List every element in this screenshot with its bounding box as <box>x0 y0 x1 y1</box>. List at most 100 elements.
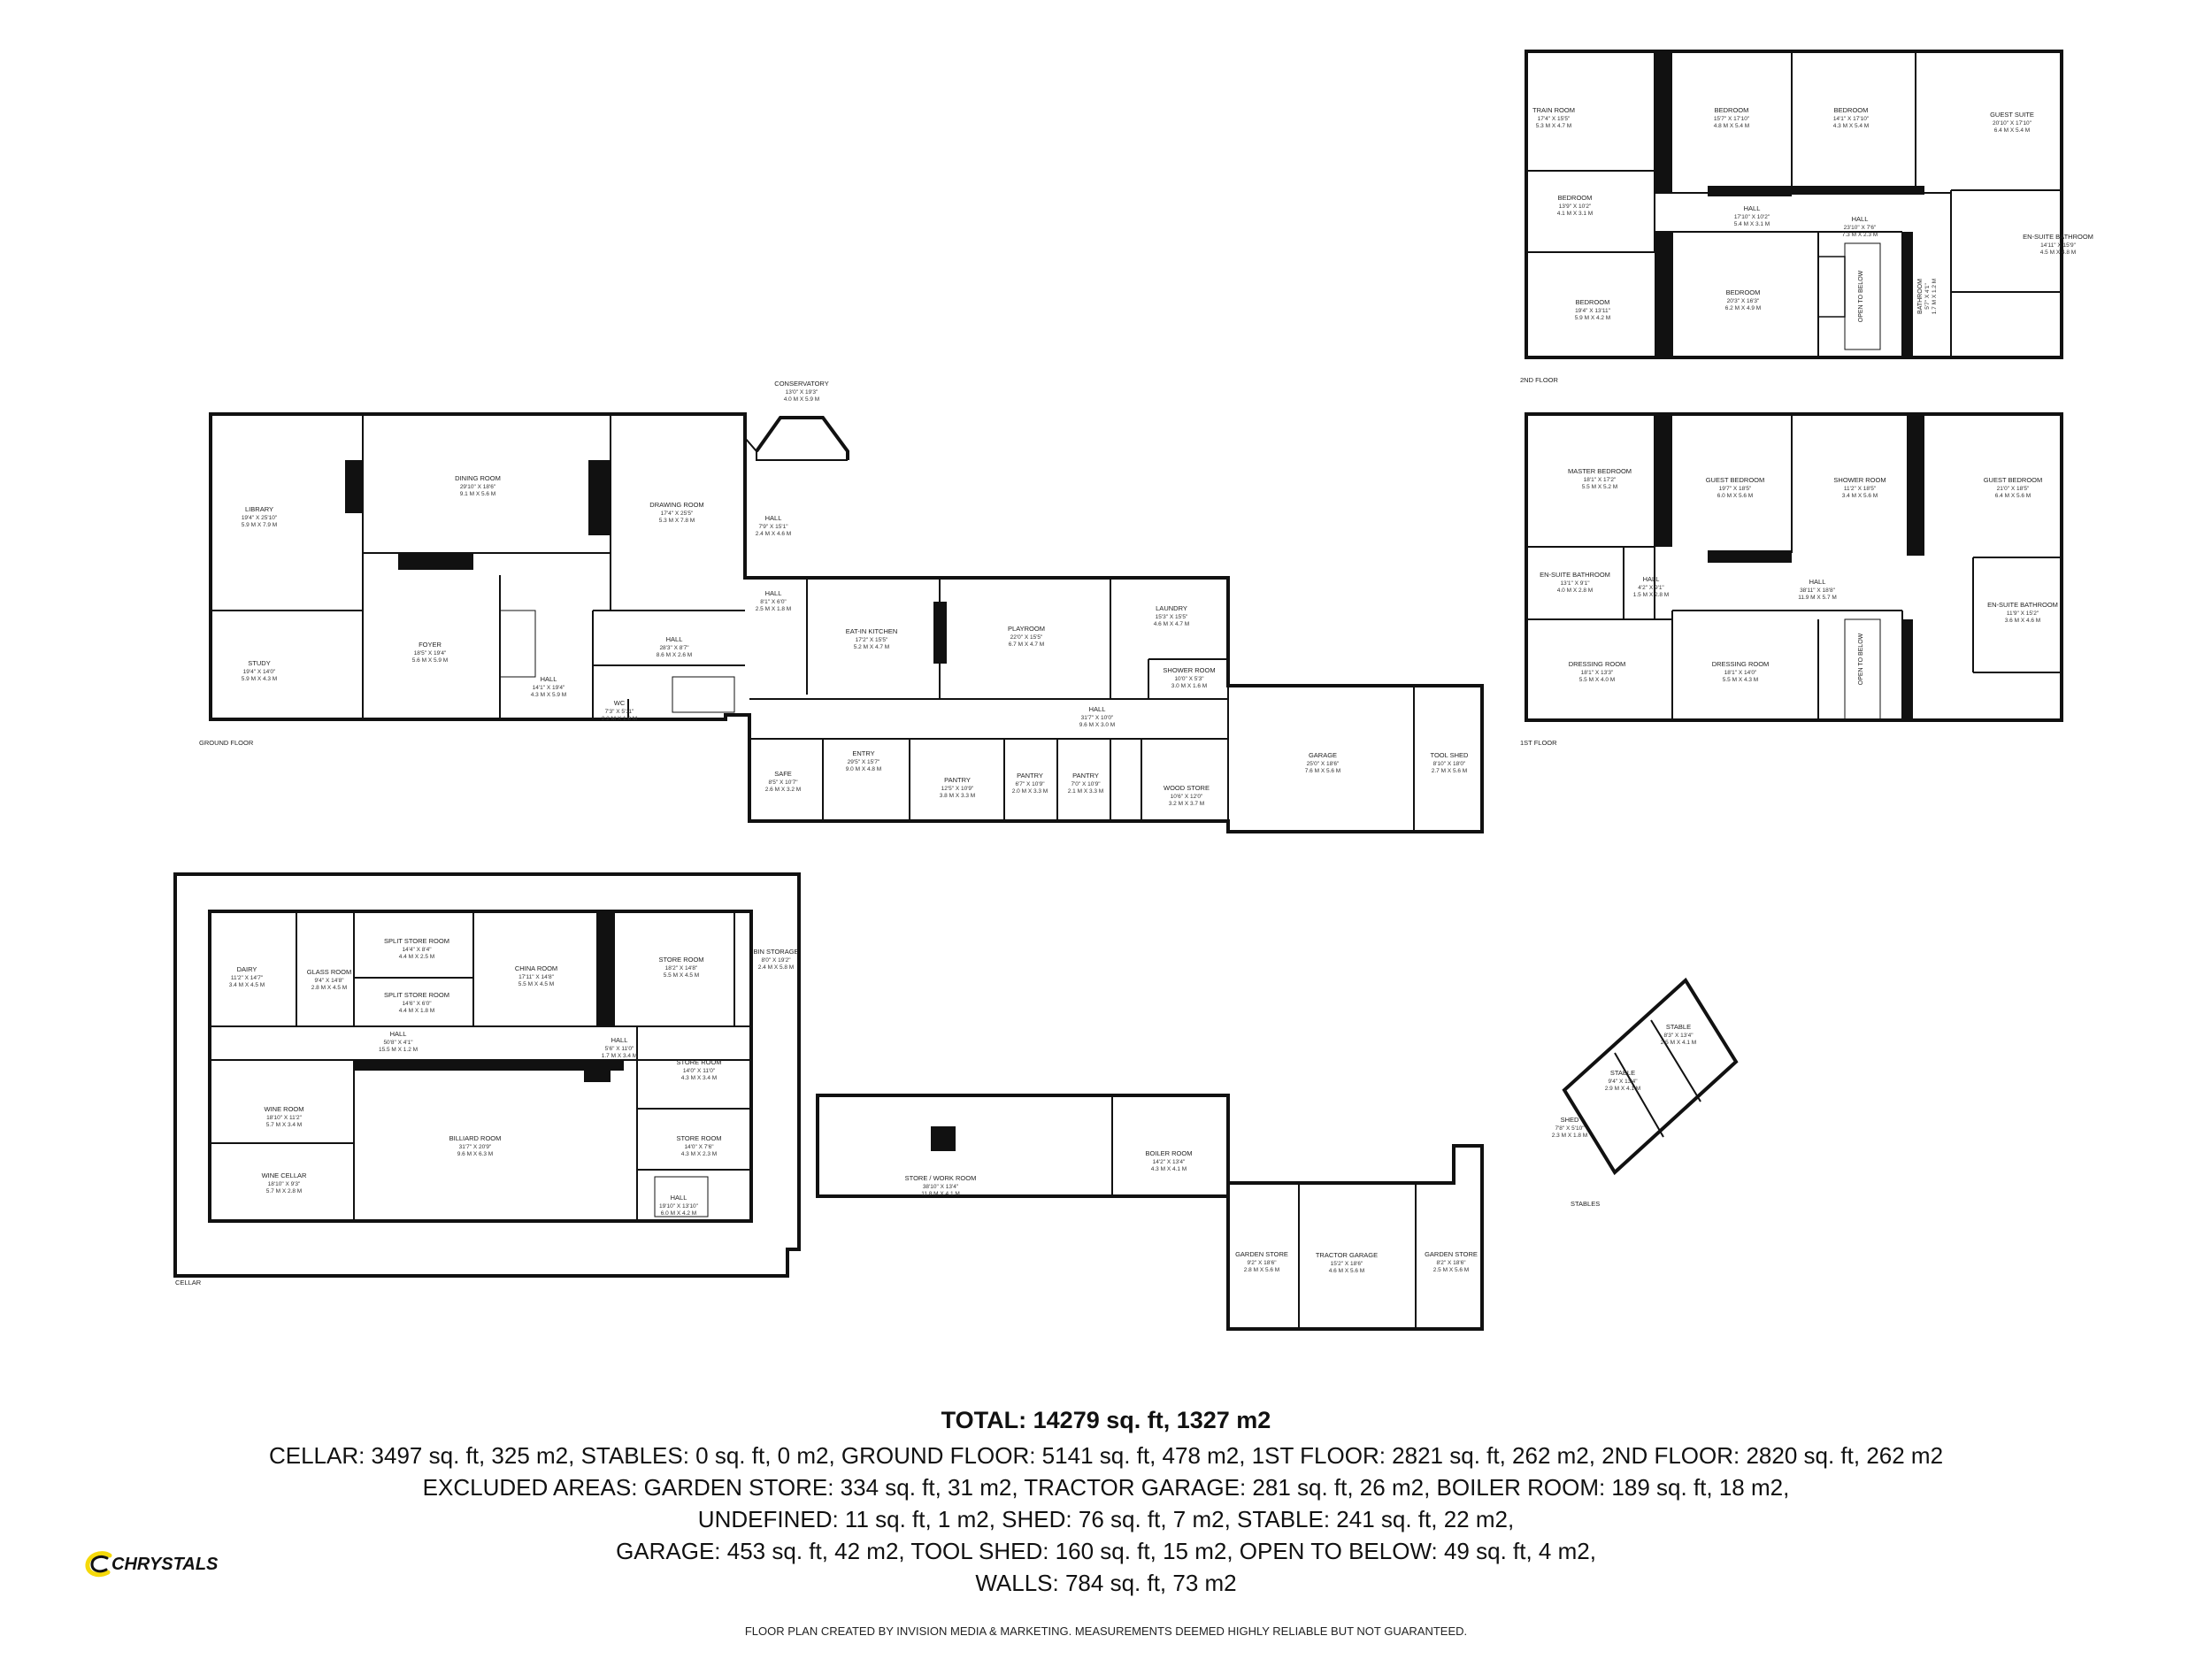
room-dimensions: 18'10" X 11'2" <box>266 1115 303 1121</box>
room-name: SPLIT STORE ROOM <box>384 937 449 945</box>
room-name: PANTRY <box>944 776 971 784</box>
room-name: GARDEN STORE <box>1425 1250 1478 1258</box>
room-dimensions: 8.6 M X 2.6 M <box>657 652 692 658</box>
room-dimensions: 5.5 M X 5.2 M <box>1582 484 1617 490</box>
room-dimensions: 1.5 M X 2.8 M <box>1633 592 1669 598</box>
room-label-wineroom: WINE ROOM 18'10" X 11'2"5.7 M X 3.4 M <box>265 1105 304 1128</box>
room-name: HALL <box>765 514 782 522</box>
room-dimensions: 15.5 M X 1.2 M <box>379 1047 418 1053</box>
room-dimensions: 20'10" X 17'10" <box>1993 120 2032 127</box>
room-dimensions: 4.3 M X 4.1 M <box>1151 1166 1187 1172</box>
room-dimensions: 18'2" X 14'8" <box>665 965 698 972</box>
room-name: DINING ROOM <box>455 474 501 482</box>
room-name: BEDROOM <box>1576 298 1610 306</box>
room-dimensions: 9.1 M X 5.6 M <box>460 491 495 497</box>
room-dimensions: 18'1" X 17'2" <box>1584 477 1617 483</box>
room-dimensions: 3.8 M X 3.3 M <box>940 793 975 799</box>
room-name: WINE ROOM <box>265 1105 304 1113</box>
room-name: GUEST BEDROOM <box>1984 476 2043 484</box>
room-dimensions: 14'11" X 15'9" <box>2040 242 2077 249</box>
room-dimensions: 14'4" X 8'4" <box>402 947 432 953</box>
room-dimensions: 14'0" X 7'6" <box>684 1144 714 1150</box>
room-name: SPLIT STORE ROOM <box>384 991 449 999</box>
room-label-wc: WC7'3" X 5'11"2.2 M X 1.8 M <box>602 699 637 722</box>
room-dimensions: 25'0" X 18'6" <box>1307 761 1340 767</box>
first-floor-plan: OPEN TO BELOW 1ST FLOOR <box>1520 412 2063 747</box>
room-dimensions: 5.5 M X 4.3 M <box>1723 677 1758 683</box>
room-name: SHOWER ROOM <box>1163 666 1215 674</box>
room-name: GUEST SUITE <box>1990 111 2034 119</box>
room-dimensions: 5.5 M X 4.0 M <box>1579 677 1615 683</box>
logo-swoosh-icon <box>85 1551 112 1578</box>
room-name: HALL <box>390 1030 407 1038</box>
room-dimensions: 12'5" X 10'9" <box>941 786 974 792</box>
room-dimensions: 28'3" X 8'7" <box>659 645 689 651</box>
open-to-below-label-2: OPEN TO BELOW <box>1858 633 1864 685</box>
room-name: STUDY <box>248 659 270 667</box>
room-dimensions: 11'2" X 18'5" <box>1844 486 1877 492</box>
room-dimensions: 4.3 M X 3.4 M <box>681 1075 717 1081</box>
room-name: HALL <box>671 1194 687 1202</box>
room-dimensions: 5.7 M X 3.4 M <box>266 1122 302 1128</box>
room-dimensions: 20'3" X 16'3" <box>1727 298 1760 304</box>
room-dimensions: 17'11" X 14'8" <box>518 974 555 980</box>
room-dimensions: 17'4" X 25'5" <box>661 511 694 517</box>
room-dimensions: 2.1 M X 3.3 M <box>1068 788 1103 795</box>
room-name: GLASS ROOM <box>307 968 351 976</box>
room-dimensions: 8'1" X 6'0" <box>760 599 787 605</box>
room-dimensions: 14'1" X 19'4" <box>533 685 565 691</box>
room-dimensions: 2.4 M X 4.6 M <box>756 531 791 537</box>
room-dimensions: 21'0" X 18'5" <box>1997 486 2030 492</box>
room-name: LIBRARY <box>245 505 273 513</box>
stables-plan: STABLES <box>1562 977 1739 1208</box>
room-dimensions: 2.5 M X 5.6 M <box>1433 1267 1469 1273</box>
room-name: TOOL SHED <box>1431 751 1470 759</box>
room-dimensions: 15'7" X 17'10" <box>1714 116 1750 122</box>
area-summary: TOTAL: 14279 sq. ft, 1327 m2 CELLAR: 349… <box>0 1407 2212 1599</box>
room-dimensions: 19'4" X 14'0" <box>243 669 276 675</box>
room-dimensions: 18'10" X 9'3" <box>268 1181 301 1187</box>
room-label-safe: SAFE 8'5" X 10'7"2.6 M X 3.2 M <box>765 770 801 793</box>
room-dimensions: 4.6 M X 4.7 M <box>1154 621 1189 627</box>
room-dimensions: 50'8" X 4'1" <box>383 1040 413 1046</box>
room-name: FOYER <box>419 641 442 649</box>
room-dimensions: 29'10" X 18'6" <box>460 484 496 490</box>
stables-label: STABLES <box>1571 1200 1600 1208</box>
room-dimensions: 2.6 M X 3.2 M <box>765 787 801 793</box>
summary-line-2: EXCLUDED AREAS: GARDEN STORE: 334 sq. ft… <box>422 1474 1790 1501</box>
room-dimensions: 4'2" X 9'1" <box>1638 585 1664 591</box>
room-name: SAFE <box>774 770 792 778</box>
room-name: GUEST BEDROOM <box>1706 476 1765 484</box>
room-dimensions: 13'0" X 19'3" <box>786 389 818 396</box>
room-name: HALL <box>1852 215 1869 223</box>
room-dimensions: 7'8" X 5'10" <box>1555 1125 1585 1132</box>
room-name: BIN STORAGE <box>753 948 798 956</box>
room-dimensions: 4.6 M X 5.6 M <box>1329 1268 1364 1274</box>
room-name: ENTRY <box>852 749 874 757</box>
room-dimensions: 2.3 M X 1.8 M <box>1552 1133 1587 1139</box>
room-dimensions: 8'5" X 10'7" <box>768 780 798 786</box>
room-name: BEDROOM <box>1715 106 1749 114</box>
room-name: DRESSING ROOM <box>1712 660 1770 668</box>
room-dimensions: 38'10" X 13'4" <box>923 1184 959 1190</box>
room-dimensions: 2.4 M X 5.8 M <box>758 964 794 971</box>
